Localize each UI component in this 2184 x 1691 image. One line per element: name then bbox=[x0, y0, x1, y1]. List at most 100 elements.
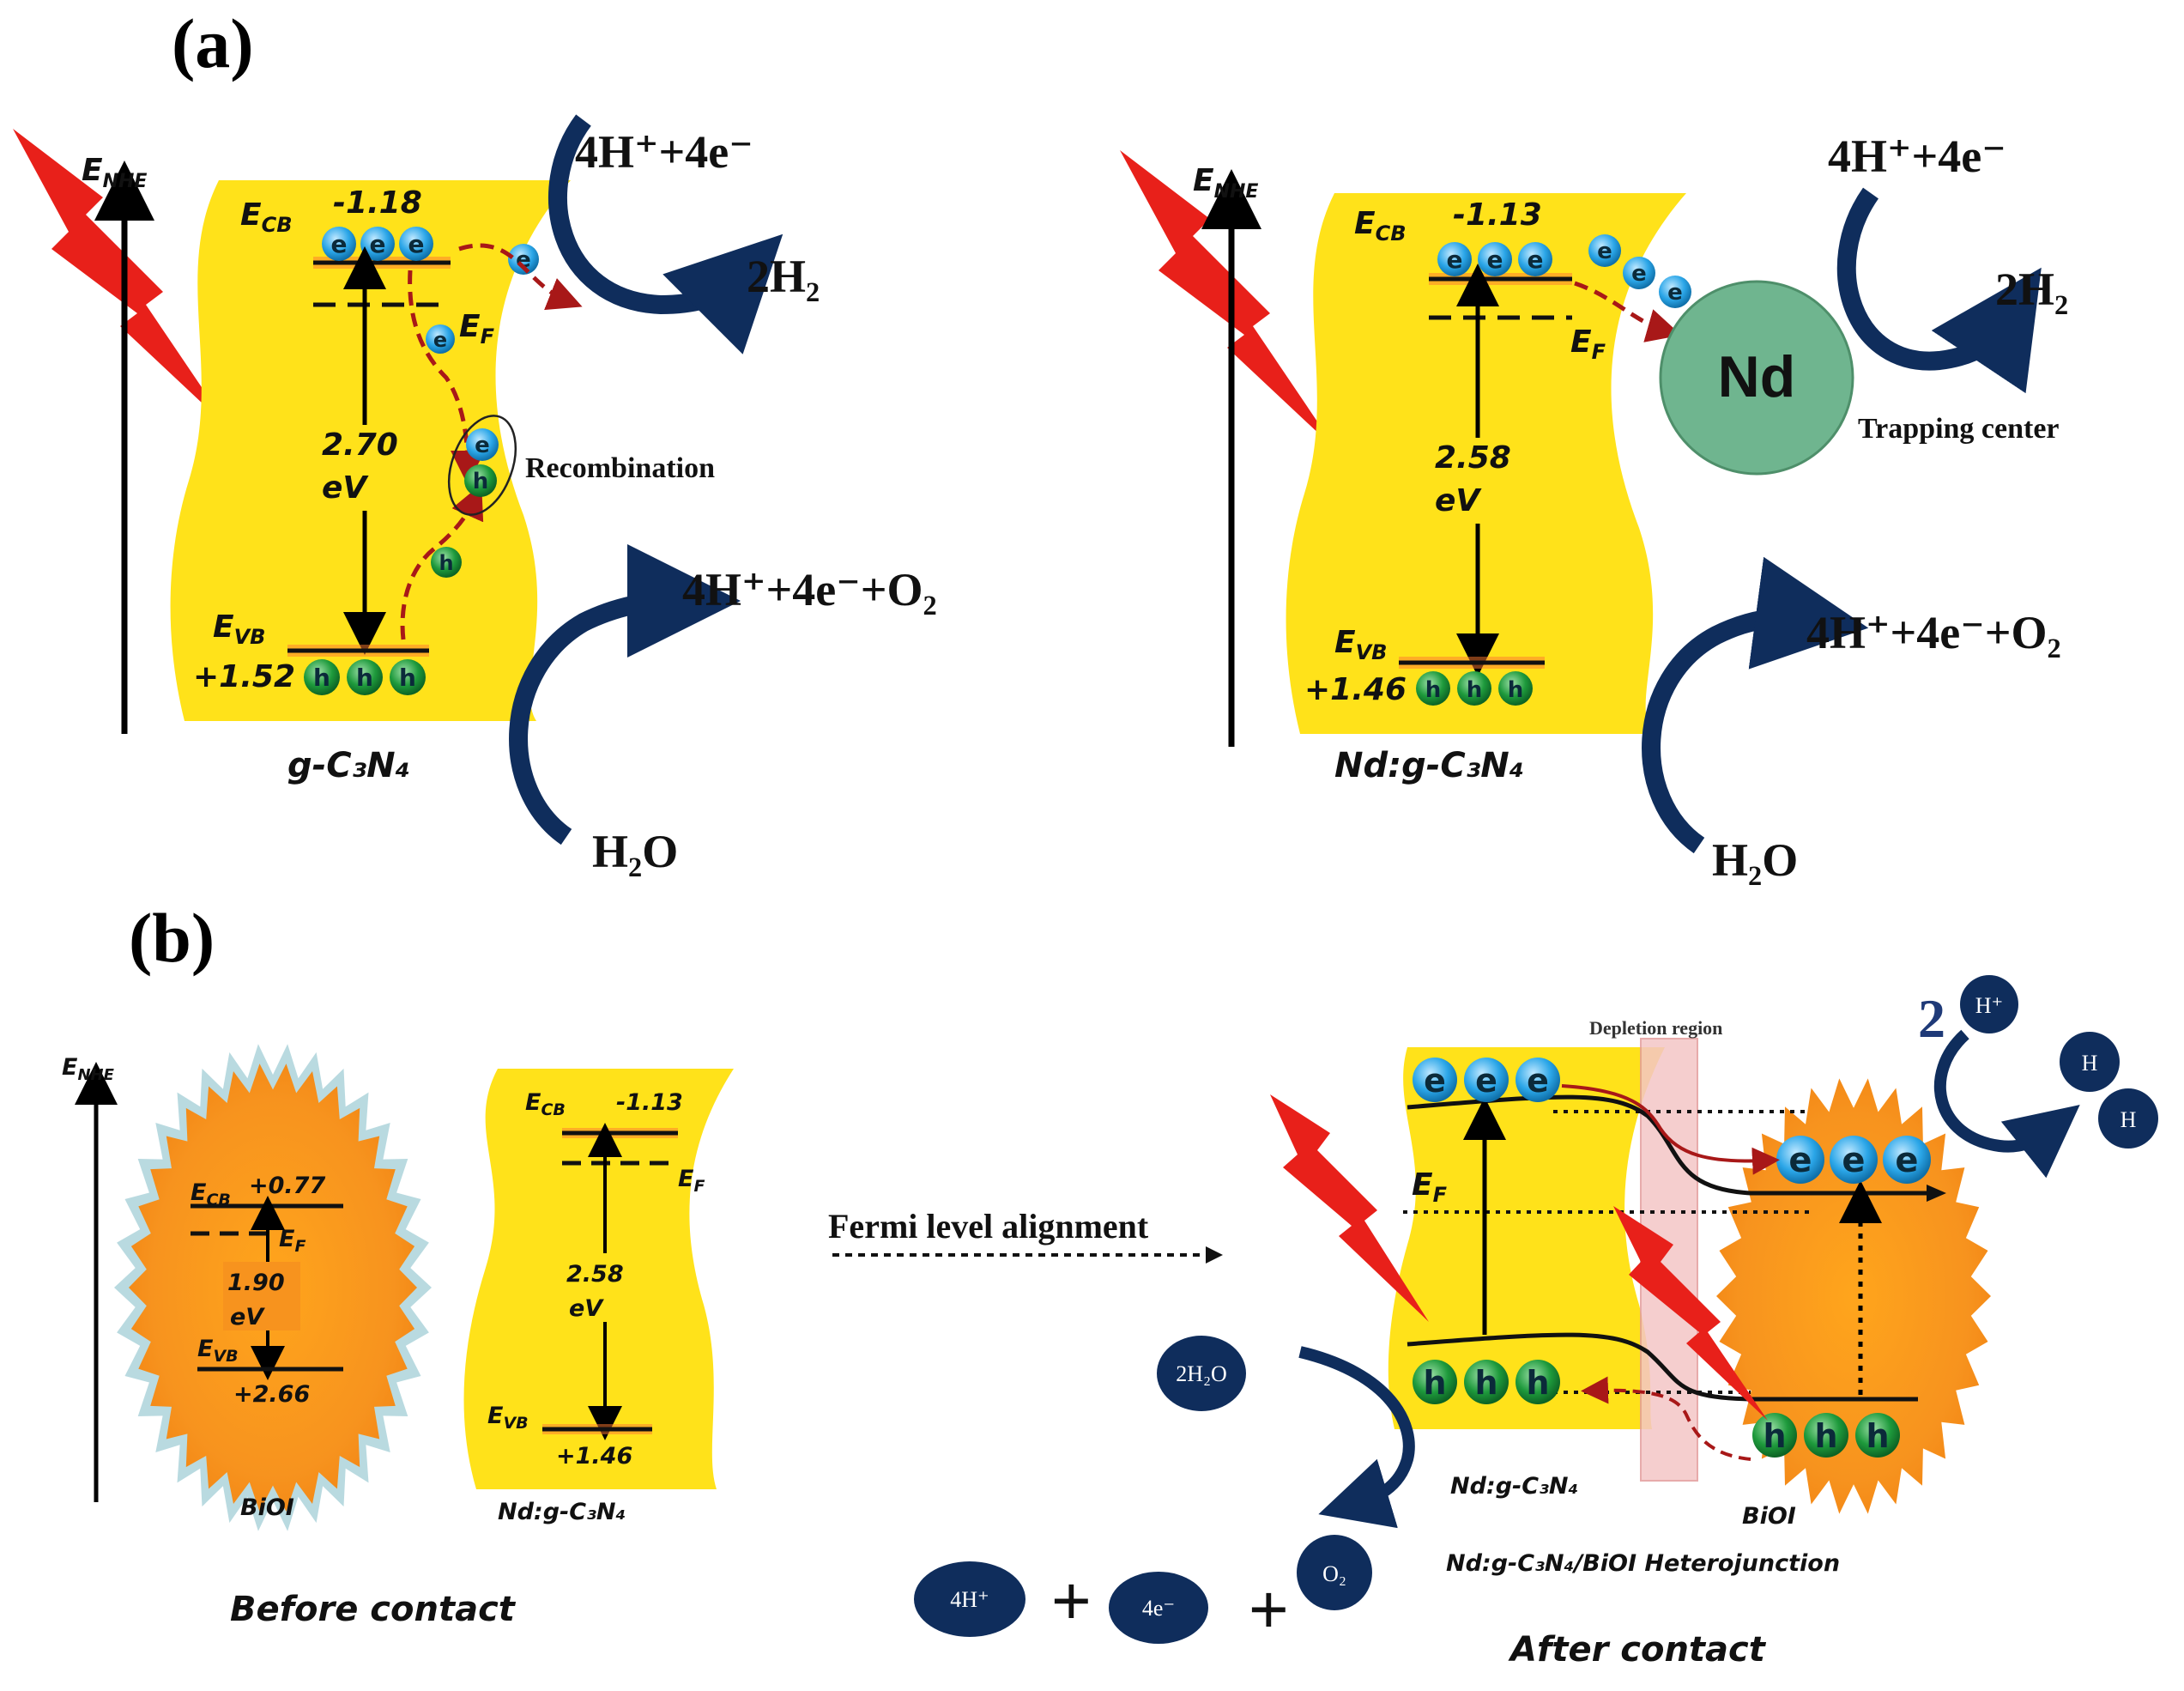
arrowhead-icon bbox=[1206, 1246, 1223, 1264]
h-coefficient: 2 bbox=[1918, 988, 1945, 1049]
axis-label: ENHE bbox=[82, 153, 147, 192]
h-atom-1 bbox=[2060, 1032, 2120, 1092]
ecb-value: -1.18 bbox=[333, 185, 422, 221]
svg-text:e: e bbox=[1447, 245, 1463, 274]
plus-sign: + bbox=[1249, 1571, 1289, 1647]
biol-evb-value: +2.66 bbox=[233, 1381, 310, 1408]
biol-particle bbox=[1716, 1078, 1991, 1514]
ef-label: EF bbox=[1412, 1167, 1448, 1207]
svg-text:e: e bbox=[1528, 245, 1544, 274]
nd-gap-value: 2.58 bbox=[566, 1261, 624, 1288]
svg-text:h: h bbox=[356, 664, 373, 692]
svg-text:h: h bbox=[1467, 677, 1483, 703]
heterojunction-label: Nd:g-C₃N₄/BiOI Heterojunction bbox=[1446, 1550, 1840, 1577]
nd-semiconductor-band bbox=[1388, 1047, 1665, 1429]
reduction-reactant: 4H⁺+4e⁻ bbox=[575, 126, 753, 178]
electron: e bbox=[1830, 1136, 1878, 1184]
svg-text:h: h bbox=[439, 551, 453, 575]
oxidation-reactant: H₂O bbox=[1712, 834, 1798, 886]
h-plus-label: H⁺ bbox=[1975, 993, 2004, 1018]
recombination-path-electron bbox=[408, 270, 485, 485]
nd-material-label: Nd:g-C₃N₄ bbox=[1450, 1473, 1578, 1500]
electron-transfer-path bbox=[458, 243, 583, 311]
oxidation-arrow bbox=[1642, 556, 1869, 854]
panel-b-after: Depletion region EF e e e e e e h h h h … bbox=[914, 975, 2158, 1670]
nd-evb-value: +1.46 bbox=[556, 1443, 632, 1470]
evb-label: EVB bbox=[1334, 625, 1387, 664]
svg-text:h: h bbox=[473, 469, 489, 494]
hole: h bbox=[304, 659, 340, 695]
svg-text:e: e bbox=[1788, 1141, 1812, 1180]
band-gap-unit: eV bbox=[322, 470, 369, 506]
electron: e bbox=[1413, 1058, 1457, 1102]
electron: e bbox=[1588, 234, 1621, 267]
electron: e bbox=[1437, 242, 1472, 276]
ef-label: EF bbox=[1570, 324, 1606, 364]
material-label: g-C₃N₄ bbox=[287, 746, 410, 785]
electron-transfer-path bbox=[1574, 281, 1682, 342]
nd-ef-label: EF bbox=[678, 1166, 705, 1196]
svg-text:e: e bbox=[433, 328, 447, 352]
h-plus-ion bbox=[1960, 975, 2018, 1033]
hole: h bbox=[464, 464, 497, 497]
axis-label: ENHE bbox=[1193, 163, 1258, 203]
svg-text:e: e bbox=[1895, 1141, 1918, 1180]
svg-text:h: h bbox=[1763, 1417, 1786, 1455]
nd-trapping-sphere bbox=[1659, 280, 1854, 476]
band-gap-unit: eV bbox=[1435, 483, 1482, 518]
svg-text:h: h bbox=[399, 664, 416, 692]
before-contact-caption: Before contact bbox=[230, 1590, 517, 1629]
svg-text:h: h bbox=[1423, 1364, 1446, 1402]
biol-material-label: BiOI bbox=[1742, 1503, 1796, 1530]
svg-text:h: h bbox=[1814, 1417, 1837, 1455]
hole: h bbox=[1752, 1413, 1797, 1458]
proton-product-label: 4H⁺ bbox=[950, 1587, 989, 1612]
evb-value: +1.46 bbox=[1304, 672, 1407, 707]
panel-a-right: ENHE ECB -1.13 e e e e e e EF Nd Trappin… bbox=[1120, 130, 2068, 886]
biol-ecb-value: +0.77 bbox=[249, 1173, 325, 1199]
hole-transfer-arrow bbox=[1581, 1376, 1751, 1461]
dopant-label: Nd bbox=[1718, 344, 1796, 409]
electron: e bbox=[322, 227, 356, 261]
band-gap-value: 2.58 bbox=[1435, 440, 1511, 476]
svg-text:e: e bbox=[1597, 239, 1612, 264]
biol-ef-label: EF bbox=[279, 1226, 306, 1256]
oxidation-reactant: H₂O bbox=[592, 826, 678, 877]
oxygen-product bbox=[1297, 1535, 1372, 1610]
hole: h bbox=[1457, 671, 1491, 706]
nd-evb-label: EVB bbox=[487, 1403, 529, 1433]
recombination-path-hole bbox=[400, 483, 484, 640]
electron: e bbox=[1659, 276, 1691, 308]
electron-transfer-arrow bbox=[1561, 1084, 1780, 1175]
ecb-value: -1.13 bbox=[1453, 197, 1542, 233]
svg-text:e: e bbox=[331, 230, 348, 258]
ecb-label: ECB bbox=[1354, 206, 1407, 245]
conduction-band-bent bbox=[1407, 1094, 1935, 1196]
hole: h bbox=[1464, 1360, 1509, 1404]
ef-label: EF bbox=[459, 309, 495, 349]
svg-text:e: e bbox=[475, 433, 490, 458]
svg-text:h: h bbox=[1508, 677, 1524, 703]
oxidation-product: 4H⁺+4e⁻+O₂ bbox=[1806, 607, 2061, 658]
hole: h bbox=[347, 659, 383, 695]
reduction-arrow bbox=[548, 114, 783, 355]
electron: e bbox=[1478, 242, 1512, 276]
panel-label-b: (b) bbox=[129, 899, 215, 977]
hole: h bbox=[1855, 1413, 1900, 1458]
biol-evb-label: EVB bbox=[197, 1336, 239, 1366]
after-contact-caption: After contact bbox=[1508, 1630, 1767, 1670]
svg-text:h: h bbox=[1526, 1364, 1549, 1402]
hole: h bbox=[431, 547, 462, 578]
electron-product-label: 4e⁻ bbox=[1142, 1596, 1175, 1621]
water-molecule bbox=[1157, 1336, 1246, 1411]
svg-text:e: e bbox=[1631, 261, 1647, 287]
oxygen-product-label: O₂ bbox=[1322, 1561, 1346, 1586]
electron: e bbox=[1623, 257, 1655, 289]
svg-text:h: h bbox=[1425, 677, 1442, 703]
nd-gap-unit: eV bbox=[569, 1295, 604, 1322]
svg-text:h: h bbox=[1474, 1364, 1497, 1402]
reduction-product: 2H₂ bbox=[747, 251, 820, 302]
electron: e bbox=[399, 227, 433, 261]
panel-label-a: (a) bbox=[172, 4, 254, 82]
